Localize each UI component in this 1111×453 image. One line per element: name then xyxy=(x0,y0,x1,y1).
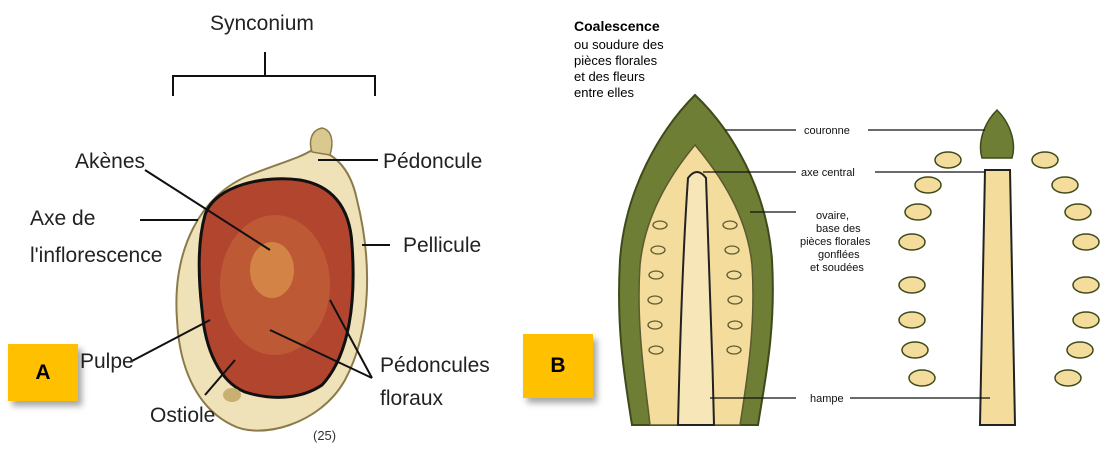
label-pedoncules-line1: Pédoncules xyxy=(380,354,490,377)
crown xyxy=(981,110,1014,158)
synconium-title: Synconium xyxy=(210,12,314,35)
hampe-stalk xyxy=(980,170,1015,425)
figure-b-pineapple-section: Coalescence ou soudure des pièces floral… xyxy=(520,0,1111,453)
label-axe-line2: l'inflorescence xyxy=(30,244,162,267)
subtitle-line-3: et des fleurs xyxy=(574,69,645,84)
label-pedoncules-line2: floraux xyxy=(380,387,444,410)
label-ostiole: Ostiole xyxy=(150,404,215,427)
label-pedoncule: Pédoncule xyxy=(383,150,482,173)
fig-diagram: Synconium Akènes Pédoncule Axe de l'infl… xyxy=(0,0,520,453)
label-ovaire-3: pièces florales xyxy=(800,236,871,248)
synconium-bracket xyxy=(173,52,375,96)
label-axe-central: axe central xyxy=(801,167,855,179)
label-hampe: hampe xyxy=(810,393,844,405)
badge-a: A xyxy=(8,344,78,401)
figure-a-fig-section: Synconium Akènes Pédoncule Axe de l'infl… xyxy=(0,0,520,453)
fig-ostiole xyxy=(223,388,241,402)
coalescence-title: Coalescence xyxy=(574,18,660,34)
subtitle-line-4: entre elles xyxy=(574,85,634,100)
label-ovaire-4: gonflées xyxy=(818,249,860,261)
fig-center xyxy=(250,242,294,298)
label-ovaire-1: ovaire, xyxy=(816,210,849,222)
label-pulpe: Pulpe xyxy=(80,350,134,373)
label-couronne: couronne xyxy=(804,125,850,137)
label-akenes: Akènes xyxy=(75,150,145,173)
subtitle-line-2: pièces florales xyxy=(574,53,658,68)
label-axe-line1: Axe de xyxy=(30,207,95,230)
label-ovaire-2: base des xyxy=(816,223,861,235)
label-ovaire-5: et soudées xyxy=(810,262,864,274)
label-pellicule: Pellicule xyxy=(403,234,481,257)
label-reference: (25) xyxy=(313,428,336,443)
pineapple-diagram: Coalescence ou soudure des pièces floral… xyxy=(520,0,1111,453)
badge-b: B xyxy=(523,334,593,398)
fig-stem xyxy=(310,128,331,155)
subtitle-line-1: ou soudure des xyxy=(574,37,664,52)
